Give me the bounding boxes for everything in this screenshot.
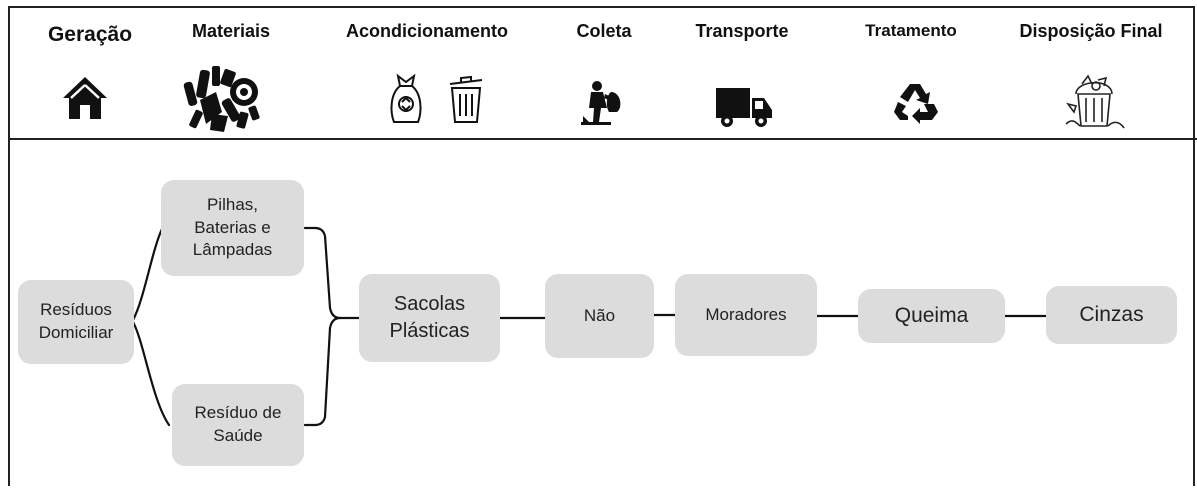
stage-title-transporte: Transporte	[695, 21, 789, 41]
node-queima: Queima	[858, 289, 1005, 343]
stage-title-coleta: Coleta	[576, 21, 632, 41]
stage-title-tratamento: Tratamento	[865, 21, 957, 40]
overflowing-trash-can-icon	[1065, 74, 1125, 129]
header-divider	[8, 138, 1197, 140]
connector-pilhas-bracket	[303, 226, 342, 427]
stage-title-materiais: Materiais	[191, 21, 271, 41]
waste-pile-icon	[183, 66, 260, 132]
stage-title-geracao: Geração	[47, 23, 133, 46]
connector-residuos-branch	[131, 227, 171, 427]
truck-icon	[716, 88, 772, 127]
garbage-collector-icon	[581, 81, 621, 125]
node-nao: Não	[545, 274, 654, 358]
node-cinzas: Cinzas	[1046, 286, 1177, 344]
node-moradores: Moradores	[675, 274, 817, 356]
house-icon	[63, 77, 107, 119]
garbage-bag-icon	[390, 73, 422, 123]
diagram-frame	[8, 6, 1195, 486]
stage-title-disposicao-final: Disposição Final	[1019, 21, 1163, 41]
recycle-icon	[894, 84, 938, 124]
trash-can-icon	[449, 75, 483, 123]
stage-title-acondicionamento: Acondicionamento	[345, 21, 509, 41]
